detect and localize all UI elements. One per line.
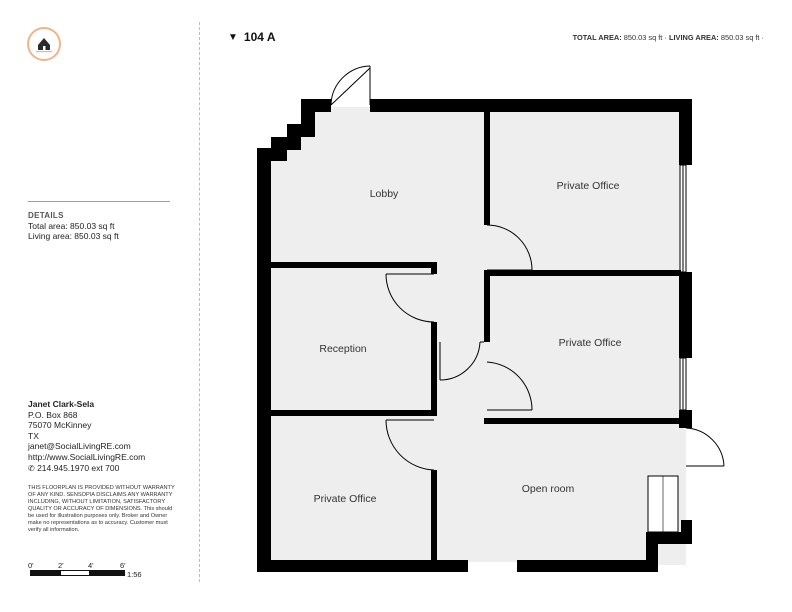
- scale-bar: 0' 2' 4' 6' 1:56: [28, 561, 168, 581]
- exterior-walls: [257, 99, 692, 572]
- details-heading: DETAILS: [28, 211, 64, 220]
- door-entry: [330, 65, 371, 106]
- contact-phone-row[interactable]: ✆ 214.945.1970 ext 700: [28, 463, 145, 475]
- area-separator-2: ·: [761, 33, 764, 42]
- sidebar-divider: [199, 22, 200, 582]
- room-label-private-office-bottom: Private Office: [314, 493, 377, 505]
- scale-tick-6: 6': [120, 561, 126, 570]
- contact-name: Janet Clark-Sela: [28, 399, 95, 409]
- scale-tick-2: 2': [58, 561, 64, 570]
- room-label-lobby: Lobby: [370, 188, 399, 200]
- scale-segment-1: [30, 570, 60, 576]
- room-label-private-office-mid: Private Office: [559, 337, 622, 349]
- disclaimer: THIS FLOORPLAN IS PROVIDED WITHOUT WARRA…: [28, 485, 175, 533]
- contact-phone: 214.945.1970 ext 700: [37, 462, 120, 473]
- area-separator-1: ·: [664, 33, 667, 42]
- living-area-value: 850.03 sq ft: [720, 33, 760, 42]
- door-corridor: [439, 341, 481, 381]
- scale-ratio: 1:56: [127, 570, 142, 579]
- contact-block: Janet Clark-Sela P.O. Box 868 75070 McKi…: [28, 399, 145, 474]
- door-reception: [385, 273, 435, 323]
- doors: [330, 65, 725, 471]
- door-office-mid: [486, 361, 533, 411]
- unit-title: ▼ 104 A: [228, 30, 275, 44]
- room-label-reception: Reception: [319, 343, 366, 355]
- contact-address1: P.O. Box 868: [28, 409, 78, 420]
- unit-label: 104 A: [243, 30, 276, 44]
- living-area-label: LIVING AREA:: [668, 33, 719, 42]
- details-divider: [28, 201, 170, 202]
- windows: [679, 164, 687, 411]
- sidebar: DETAILS Total area: 850.03 sq ft Living …: [0, 0, 199, 612]
- contact-address2: 75070 McKinney: [28, 420, 92, 431]
- room-label-open-room: Open room: [522, 483, 575, 495]
- total-area-value: 850.03 sq ft: [623, 33, 663, 42]
- door-office-bottom: [385, 419, 435, 471]
- company-logo: [27, 27, 61, 61]
- scale-segment-3: [90, 570, 125, 576]
- details-total-area: Total area: 850.03 sq ft: [28, 221, 115, 231]
- closet: [647, 475, 679, 533]
- triangle-down-icon: ▼: [228, 32, 238, 43]
- scale-tick-0: 0': [28, 561, 34, 570]
- door-exterior-right: [685, 427, 725, 467]
- floor-area: [262, 107, 686, 565]
- scale-tick-4: 4': [88, 561, 94, 570]
- phone-icon: ✆: [28, 463, 35, 473]
- area-summary: TOTAL AREA: 850.03 sq ft · LIVING AREA: …: [573, 33, 764, 42]
- details-living-area: Living area: 850.03 sq ft: [28, 231, 119, 241]
- interior-walls: [269, 112, 681, 562]
- house-logo-icon: [36, 38, 52, 53]
- total-area-label: TOTAL AREA:: [572, 33, 622, 42]
- scale-segment-2: [60, 570, 90, 576]
- contact-website[interactable]: http://www.SocialLivingRE.com: [28, 451, 146, 462]
- contact-state: TX: [28, 430, 39, 441]
- contact-email[interactable]: janet@SocialLivingRE.com: [28, 441, 131, 452]
- door-office-top: [486, 224, 533, 271]
- room-label-private-office-top: Private Office: [557, 180, 620, 192]
